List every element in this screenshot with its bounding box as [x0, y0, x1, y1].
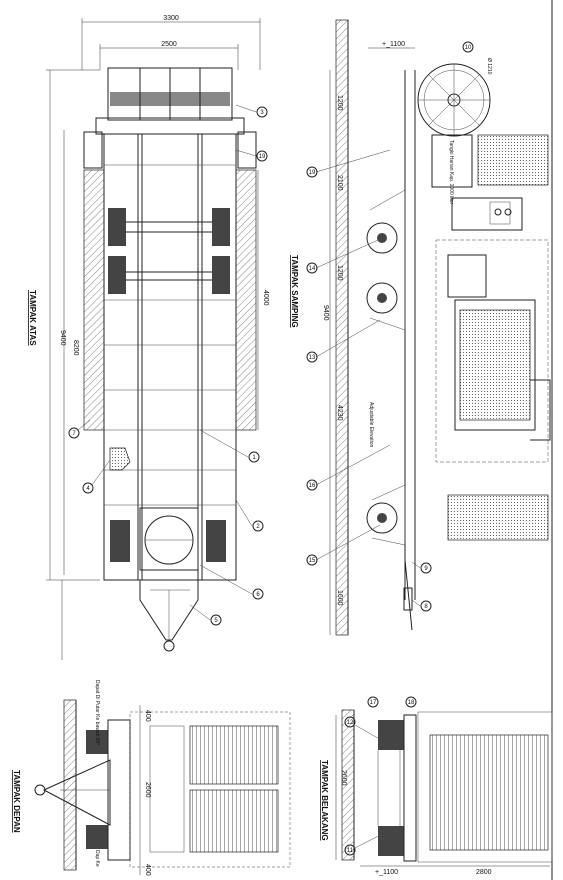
front-view: TAMPAK DEPAN 400 2600 400 Dapat Di Putar…	[12, 680, 291, 876]
wheel-set-front	[108, 208, 230, 294]
svg-text:19: 19	[259, 154, 266, 160]
svg-text:4: 4	[86, 486, 90, 492]
cable-reel: Ø 1210 10	[417, 41, 492, 137]
ground	[335, 19, 349, 636]
svg-text:11: 11	[347, 848, 354, 854]
dim-side-length: 9400	[322, 305, 329, 321]
front-dim-mid: 2600	[144, 782, 151, 798]
svg-text:9: 9	[424, 566, 428, 572]
front-rotate-note-2: Dap Ke	[94, 850, 100, 867]
svg-text:2: 2	[256, 524, 260, 530]
rear-dim-width: 2800	[476, 869, 492, 876]
top-view: 3300 2500 9400 8200 TAMPAK ATAS 4000	[28, 15, 269, 660]
reel-diameter: Ø 1210	[486, 58, 492, 75]
front-view-title: TAMPAK DEPAN	[12, 770, 21, 833]
dim-d1: 1200	[336, 95, 343, 111]
dim-inner-width: 2500	[161, 41, 177, 48]
control-panel	[451, 197, 523, 231]
dim-d4: 4230	[336, 405, 343, 421]
front-dim-bottom: 400	[144, 864, 151, 876]
svg-text:7: 7	[72, 431, 76, 437]
svg-text:12: 12	[347, 720, 354, 726]
front-towbar	[42, 759, 111, 826]
svg-text:16: 16	[309, 483, 316, 489]
side-view-title: TAMPAK SAMPING	[290, 255, 299, 328]
dim-overall-length: 9400	[59, 330, 66, 346]
svg-text:18: 18	[408, 700, 415, 706]
dim-front-offset: +_1100	[382, 41, 405, 48]
callouts-side: 19 14 13 16 15 9 8	[306, 149, 432, 612]
svg-text:14: 14	[309, 266, 316, 272]
svg-text:3: 3	[260, 110, 264, 116]
svg-text:10: 10	[465, 45, 472, 51]
front-dim-top: 400	[144, 710, 151, 722]
towbar	[139, 579, 199, 641]
daily-tank	[431, 134, 473, 188]
callouts-top: 3 19 1 2 6 5 4 7	[68, 104, 268, 626]
dim-body-length: 4000	[262, 290, 269, 306]
svg-text:13: 13	[309, 355, 316, 361]
dim-frame-length: 8200	[72, 340, 79, 356]
rear-view: TAMPAK BELAKANG 2600 +_1100 2800 17 18 1…	[320, 696, 553, 876]
rear-dim-offset: +_1100	[375, 869, 398, 876]
svg-text:15: 15	[309, 558, 316, 564]
front-grille-top	[189, 725, 279, 785]
svg-text:6: 6	[256, 592, 260, 598]
front-rotate-note: Dapat Di Putar Ke bawah 90°	[94, 680, 100, 745]
rear-dim-height: 2600	[340, 770, 347, 786]
svg-text:19: 19	[309, 170, 316, 176]
rear-view-title: TAMPAK BELAKANG	[320, 760, 329, 841]
side-view: +_1100 1200 2100 1200 9400 4230 1600 TAM…	[290, 19, 551, 636]
svg-text:8: 8	[424, 604, 428, 610]
dim-d2: 2100	[336, 175, 343, 191]
top-view-title: TAMPAK ATAS	[28, 290, 37, 346]
tank-note: Tangki Harian Kap. 1000 liter	[448, 140, 454, 205]
svg-text:17: 17	[370, 700, 377, 706]
adjustable-note: Adjustable Elevation	[368, 402, 374, 448]
genset	[435, 239, 549, 463]
wheel-set-rear	[110, 507, 226, 571]
rear-grille	[429, 734, 549, 851]
svg-text:1: 1	[252, 455, 256, 461]
dim-overall-width: 3300	[163, 15, 179, 22]
dim-d3: 1200	[336, 265, 343, 281]
side-wheels	[366, 189, 406, 546]
dim-d5: 1600	[336, 590, 343, 606]
front-grille-bottom	[189, 789, 279, 853]
svg-text:5: 5	[214, 618, 218, 624]
